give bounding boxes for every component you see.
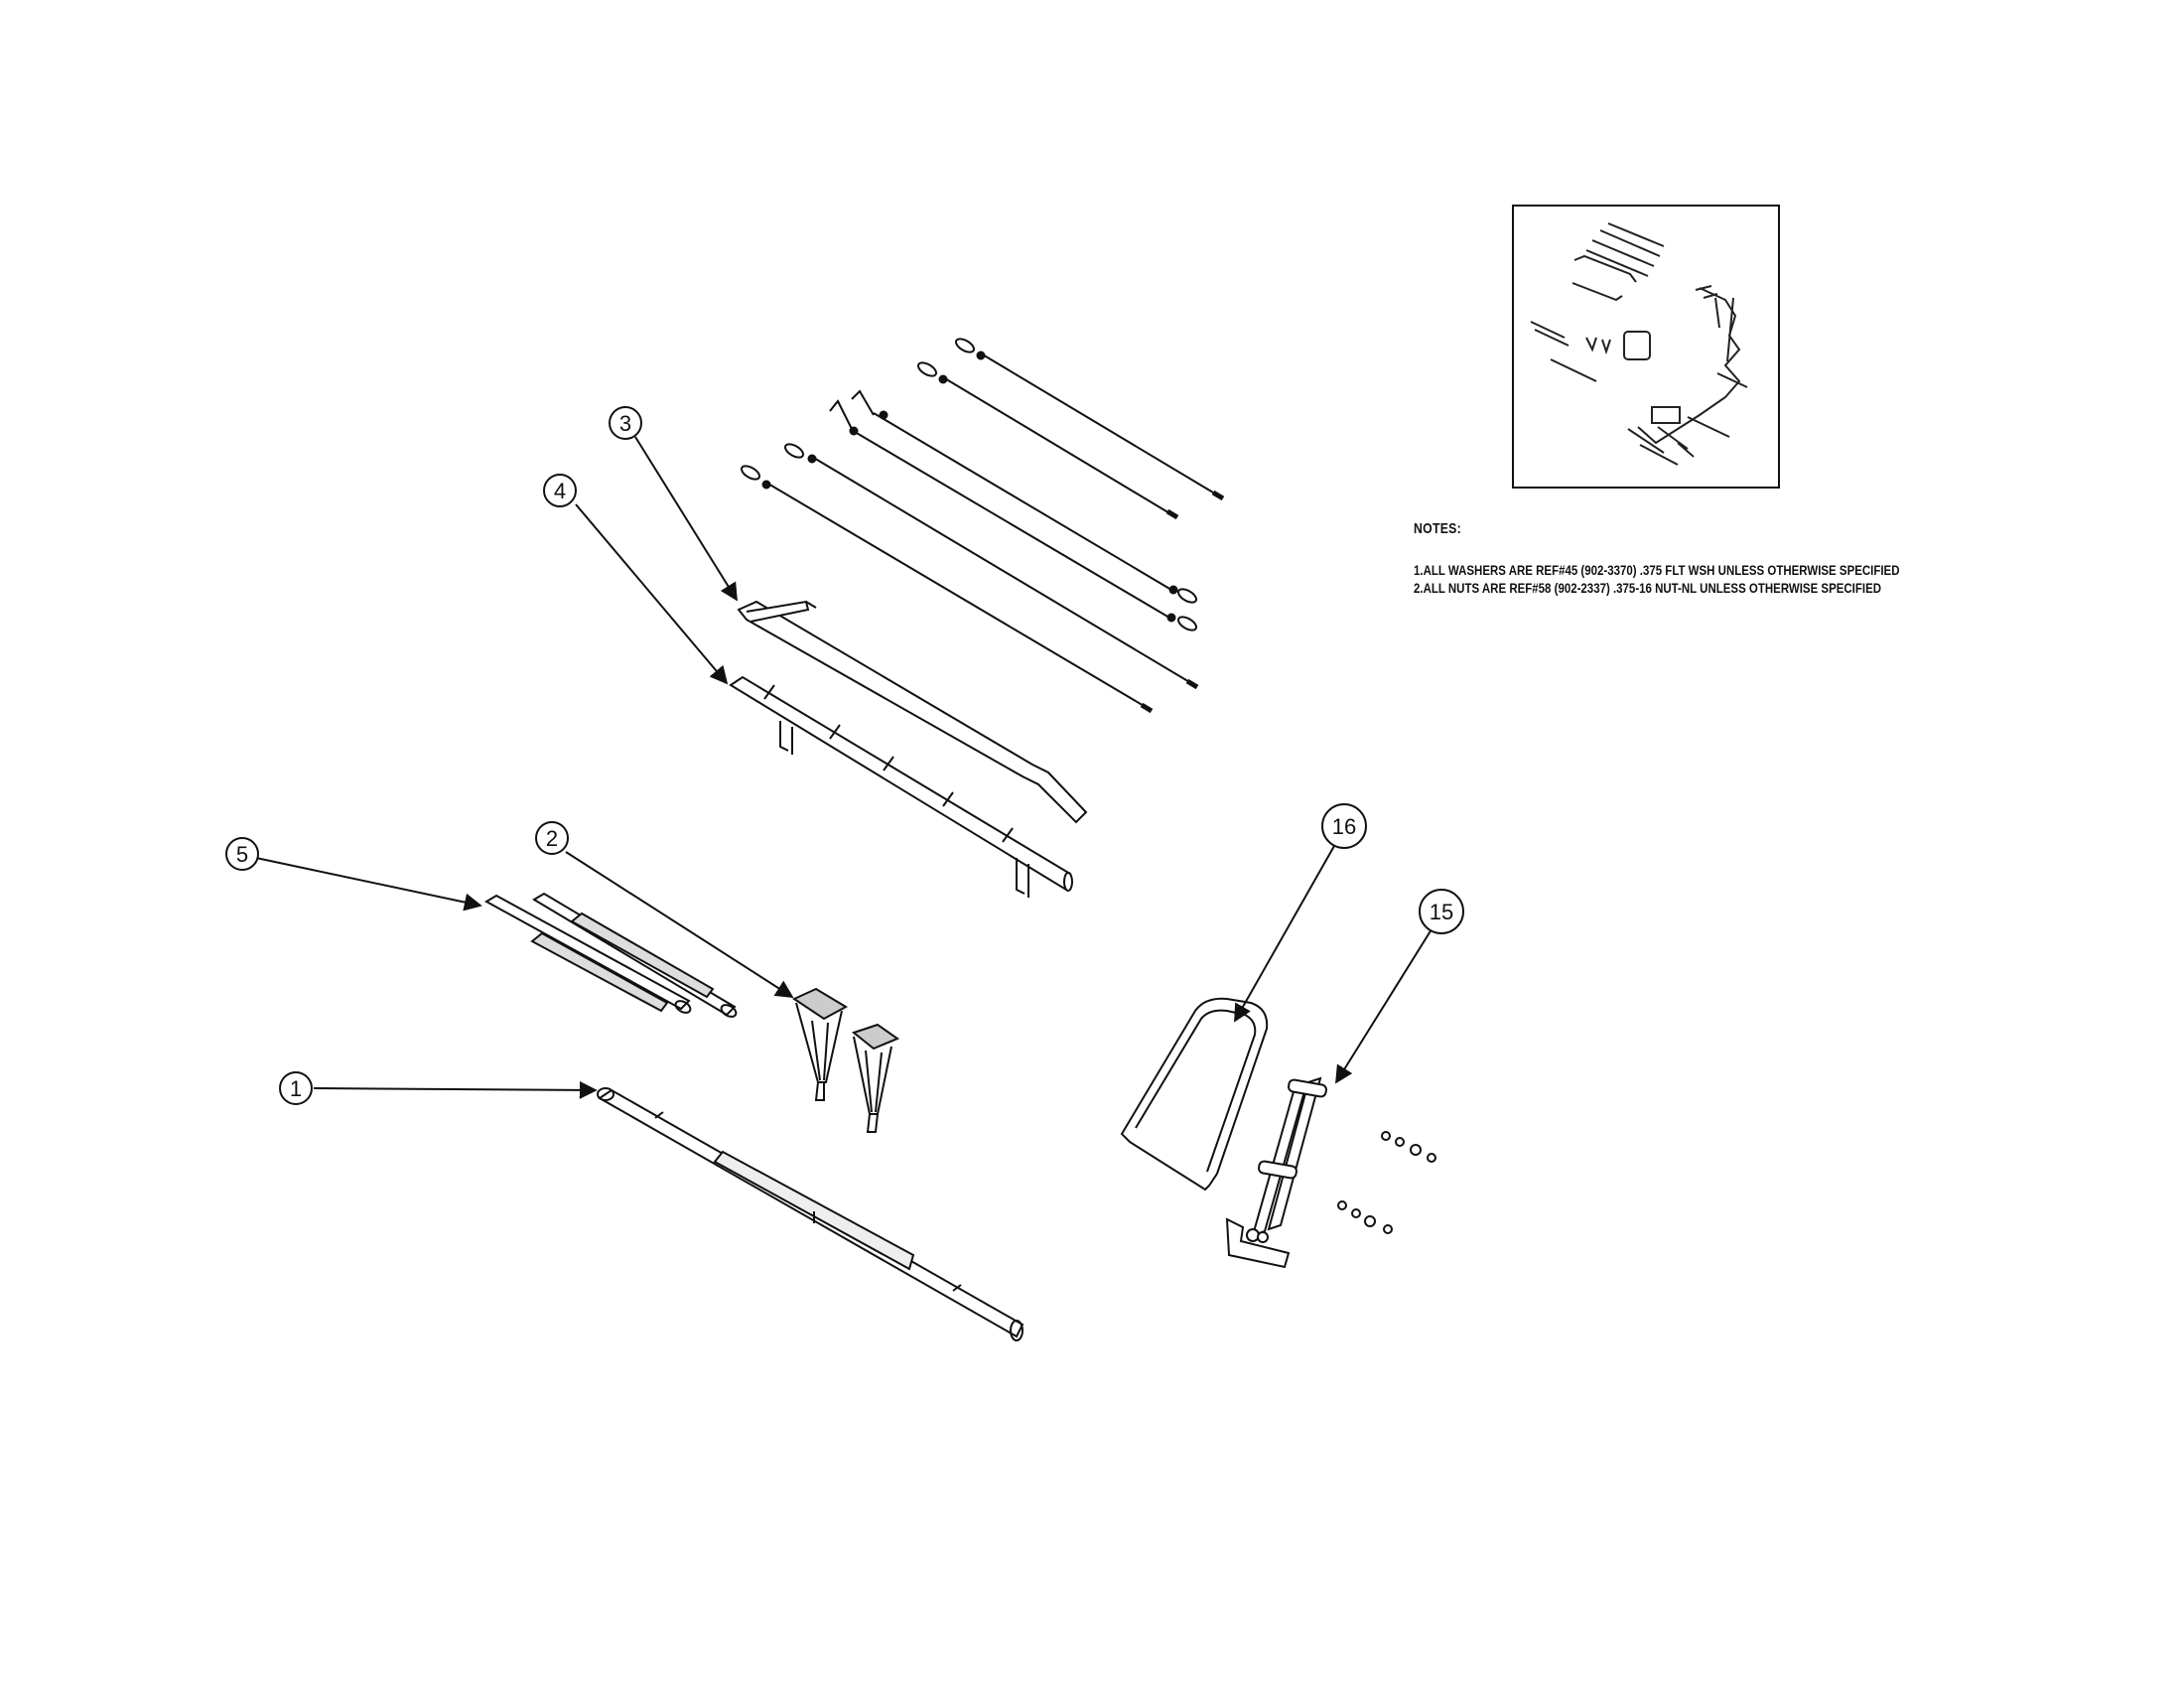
part-16-pad — [1120, 997, 1269, 1192]
notes-title: NOTES: — [1414, 520, 1461, 537]
callout-16: 16 — [1321, 803, 1367, 849]
overview-inset — [1512, 205, 1780, 489]
callout-5: 5 — [225, 837, 259, 871]
cable-4 — [829, 399, 1198, 632]
callout-3: 3 — [609, 406, 642, 440]
svg-text:4: 4 — [554, 479, 566, 503]
note-number: 1. — [1414, 562, 1424, 578]
cable-3 — [851, 389, 1198, 604]
cable-5 — [783, 443, 1199, 690]
svg-text:3: 3 — [619, 411, 631, 436]
callout-2: 2 — [535, 821, 569, 855]
part-5-straps — [483, 892, 738, 1018]
part-4-bar — [729, 675, 1073, 898]
part-1-pad — [597, 1087, 1024, 1341]
callout-4: 4 — [543, 474, 577, 507]
part-2-handles — [791, 987, 900, 1133]
svg-text:15: 15 — [1430, 900, 1453, 924]
svg-text:1: 1 — [290, 1076, 302, 1101]
svg-text:16: 16 — [1332, 814, 1356, 839]
hardware-nuts-washers — [1337, 1131, 1436, 1234]
svg-text:5: 5 — [236, 842, 248, 867]
svg-text:2: 2 — [546, 826, 558, 851]
note-item: 2. ALL NUTS ARE REF#58 (902-2337) .375-1… — [1414, 579, 1881, 597]
part-15-bracket — [1225, 1076, 1327, 1269]
cables-group — [740, 338, 1225, 714]
cable-2 — [916, 361, 1179, 520]
note-item: 1. ALL WASHERS ARE REF#45 (902-3370) .37… — [1414, 561, 1900, 579]
cable-1 — [954, 338, 1225, 501]
callout-15: 15 — [1419, 889, 1464, 934]
cable-6 — [740, 465, 1154, 714]
part-3-bar — [737, 600, 1088, 824]
note-number: 2. — [1414, 580, 1424, 596]
callout-1: 1 — [279, 1071, 313, 1105]
note-text: ALL NUTS ARE REF#58 (902-2337) .375-16 N… — [1423, 580, 1882, 596]
note-text: ALL WASHERS ARE REF#45 (902-3370) .375 F… — [1423, 562, 1900, 578]
notes-section: NOTES: 1. ALL WASHERS ARE REF#45 (902-33… — [1414, 520, 1970, 597]
